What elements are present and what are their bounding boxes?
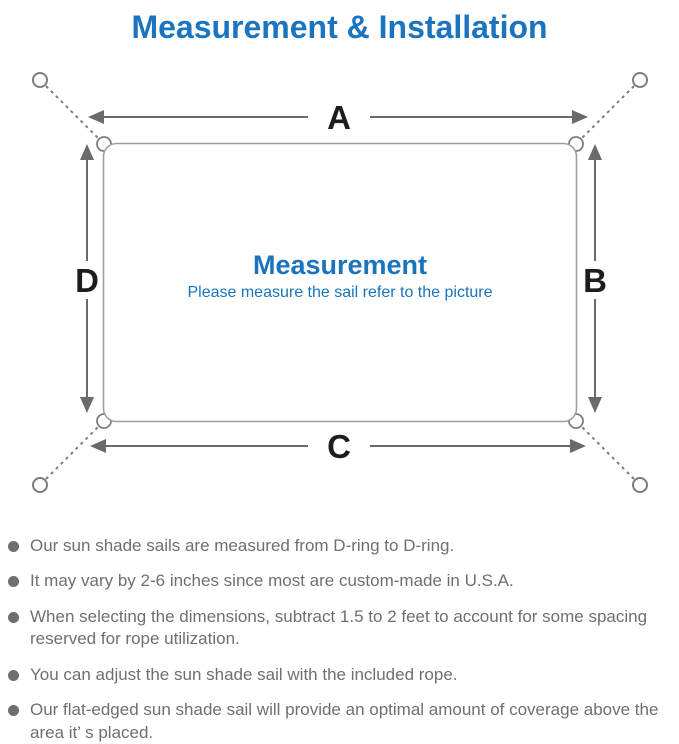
side-label-d: D bbox=[75, 262, 99, 299]
anchor-point-icon-bottom-left bbox=[32, 477, 48, 493]
bullet-dot-icon bbox=[8, 705, 19, 717]
sail-body bbox=[102, 142, 578, 423]
measure-arrow-icon-b bbox=[588, 144, 602, 413]
anchor-point-icons bbox=[32, 72, 648, 493]
side-label-c: C bbox=[327, 428, 351, 465]
diagram-center-subtitle: Please measure the sail refer to the pic… bbox=[187, 284, 492, 301]
measure-arrow-icon-c bbox=[90, 439, 586, 453]
list-item: You can adjust the sun shade sail with t… bbox=[8, 664, 665, 686]
bullet-dot-icon bbox=[8, 669, 19, 681]
list-item: Our flat-edged sun shade sail will provi… bbox=[8, 699, 665, 744]
bullet-dot-icon bbox=[8, 576, 19, 588]
bullet-dot-icon bbox=[8, 611, 19, 623]
list-item-text: It may vary by 2-6 inches since most are… bbox=[30, 571, 514, 591]
measure-arrow-icon-d bbox=[80, 144, 94, 413]
anchor-point-icon-top-left bbox=[32, 72, 48, 88]
list-item-text: You can adjust the sun shade sail with t… bbox=[30, 664, 458, 684]
list-item-text: When selecting the dimensions, subtract … bbox=[30, 606, 648, 649]
list-item: When selecting the dimensions, subtract … bbox=[8, 606, 665, 651]
rope-dashed-lines bbox=[45, 85, 635, 480]
page-title: Measurement & Installation bbox=[131, 9, 548, 45]
side-label-a: A bbox=[327, 99, 351, 136]
measure-arrow-icon-a bbox=[88, 110, 588, 124]
anchor-point-icon-top-right bbox=[632, 72, 648, 88]
measurement-diagram: A B C D Measurement Please measure the s… bbox=[0, 55, 679, 530]
anchor-point-icon-bottom-right bbox=[632, 477, 648, 493]
bullet-dot-icon bbox=[8, 541, 19, 552]
diagram-center-title: Measurement bbox=[253, 250, 427, 280]
list-item: It may vary by 2-6 inches since most are… bbox=[8, 570, 665, 592]
list-item: Our sun shade sails are measured from D-… bbox=[8, 535, 665, 557]
title-bar: Measurement & Installation bbox=[0, 0, 679, 55]
instruction-list: Our sun shade sails are measured from D-… bbox=[0, 530, 679, 744]
list-item-text: Our flat-edged sun shade sail will provi… bbox=[30, 700, 659, 742]
list-item-text: Our sun shade sails are measured from D-… bbox=[30, 536, 455, 555]
side-label-b: B bbox=[583, 262, 607, 299]
